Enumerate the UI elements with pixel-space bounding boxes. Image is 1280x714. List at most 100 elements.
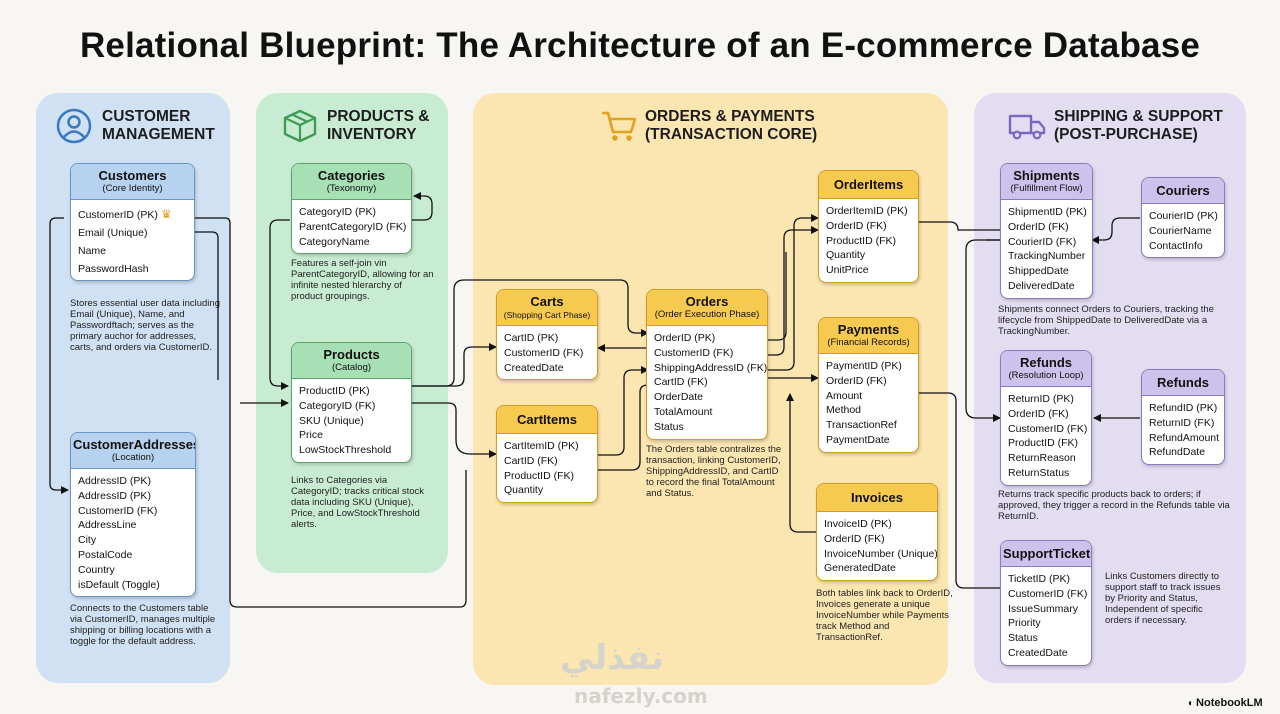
field: Quantity	[504, 484, 544, 497]
table-invoices: Invoices InvoiceID (PK)OrderID (FK)Invoi…	[816, 483, 938, 582]
watermark-latin: nafezly.com	[574, 684, 708, 708]
table-carts: Carts(Shopping Cart Phase) CartID (PK) Cu…	[496, 289, 598, 381]
field: Name	[78, 244, 107, 257]
field: Price	[299, 429, 323, 442]
panel-heading-shipping: SHIPPING & SUPPORT(POST-PURCHASE)	[1054, 108, 1223, 143]
field-list: ShipmentID (PK) OrderID (FK) CourierID (FK…	[1001, 200, 1092, 298]
crown-icon: ♛	[160, 207, 172, 221]
field: GeneratedDate	[824, 562, 896, 575]
field: ProductID (FK)	[1008, 437, 1079, 450]
field: CartID (FK)	[504, 454, 558, 467]
field: RefundAmount	[1149, 431, 1220, 444]
table-customers: Customers(Core Identity) CustomerID (PK)…	[70, 163, 195, 282]
field: CustomerID (FK)	[504, 346, 584, 359]
field: Priority	[1008, 617, 1041, 630]
field: OrderID (FK)	[826, 219, 887, 232]
panel-heading-orders: ORDERS & PAYMENTS(TRANSACTION CORE)	[645, 108, 818, 143]
note-addresses: Connects to the Customers table via Cust…	[70, 603, 216, 647]
page-title: Relational Blueprint: The Architecture o…	[79, 26, 1201, 65]
field: RefundDate	[1149, 446, 1206, 459]
field: InvoiceNumber (Unique)	[824, 547, 938, 560]
field-list: ProductID (PK)CategoryID (FK)SKU (Unique…	[292, 379, 411, 462]
field: isDefault (Toggle)	[78, 578, 160, 591]
table-title: OrderItems	[833, 177, 904, 192]
field: Country	[78, 563, 115, 576]
table-supporttickets: SupportTickets TicketID (PK)CustomerID (…	[1000, 540, 1092, 666]
field: CourierID (FK)	[1008, 235, 1077, 248]
field: CategoryID (FK)	[299, 399, 376, 412]
field: TransactionRef	[826, 419, 897, 432]
field: Amount	[826, 389, 863, 402]
note-returns: Returns track specific products back to …	[998, 489, 1230, 522]
table-title: Shipments	[1013, 168, 1080, 183]
table-cartitems: CartItems CartItemID (PK)CartID (FK)Prod…	[496, 405, 598, 504]
field-list: OrderItemID (PK) OrderID (FK) ProductID (F…	[819, 199, 918, 282]
note-products: Links to Categories via CategoryID; trac…	[291, 475, 425, 530]
field: OrderID (FK)	[1008, 220, 1069, 233]
field: ProductID (FK)	[826, 234, 897, 247]
table-subtitle: (Resolution Loop)	[1008, 370, 1084, 381]
field: OrderID (FK)	[826, 374, 887, 387]
table-subtitle: (Catalog)	[331, 362, 372, 373]
field: CreatedDate	[504, 361, 564, 374]
field: ReturnReason	[1008, 452, 1076, 465]
table-payments: Payments(Financial Records) PaymentID (P…	[818, 317, 919, 453]
field: OrderDate	[654, 391, 704, 404]
field: ContactInfo	[1149, 239, 1203, 252]
field-list: AddressID (PK)AddressID (PK)CustomerID (…	[71, 469, 195, 596]
field: PasswordHash	[78, 262, 149, 275]
field: SKU (Unique)	[299, 414, 364, 427]
field: ShippedDate	[1008, 265, 1069, 278]
field: OrderID (PK)	[654, 332, 716, 344]
field-list: CartID (PK) CustomerID (FK) CreatedDate	[497, 326, 597, 379]
table-title: Payments	[837, 322, 900, 337]
note-tickets: Links Customers directly to support staf…	[1105, 571, 1221, 626]
table-orderitems: OrderItems OrderItemID (PK) OrderID (FK) P…	[818, 170, 919, 283]
table-subtitle: (Order Execution Phase)	[654, 309, 760, 320]
field: ReturnID (PK)	[1008, 393, 1074, 405]
field: CartItemID (PK)	[504, 440, 579, 452]
notebooklm-logo-icon: ◐	[1188, 698, 1195, 709]
field: IssueSummary	[1008, 602, 1079, 615]
field: CategoryID (PK)	[299, 206, 377, 218]
field: AddressID (PK)	[78, 489, 151, 502]
field-list: CartItemID (PK)CartID (FK)ProductID (FK)…	[497, 434, 597, 502]
note-orders: The Orders table contralizes the transac…	[646, 444, 782, 499]
table-subtitle: (Location)	[111, 452, 155, 463]
field: AddressLine	[78, 519, 137, 532]
table-refunds: Refunds RefundID (PK)ReturnID (FK)Refund…	[1141, 369, 1225, 466]
table-title: CustomerAddresses	[73, 437, 196, 452]
field: OrderItemID (PK)	[826, 205, 908, 217]
field: TotalAmount	[654, 405, 713, 418]
field: InvoiceID (PK)	[824, 518, 892, 530]
field: CartID (PK)	[504, 332, 559, 344]
panel-heading-products: PRODUCTS &INVENTORY	[327, 108, 430, 143]
field: OrderID (FK)	[1008, 407, 1069, 420]
table-title: Products	[323, 347, 380, 362]
field: CustomerID (FK)	[654, 346, 734, 359]
field: AddressID (PK)	[78, 475, 151, 487]
field-list: CategoryID (PK) ParentCategoryID (FK) Cate…	[292, 200, 411, 253]
table-title: Orders	[685, 294, 729, 309]
note-invoices: Both tables link back to OrderID, Invoic…	[816, 588, 953, 643]
table-subtitle: (Financial Records)	[827, 337, 910, 348]
truck-icon	[1008, 114, 1046, 140]
field: Method	[826, 404, 862, 417]
field: Email (Unique)	[78, 227, 148, 239]
field: PaymentID (PK)	[826, 360, 902, 372]
field: ShipmentID (PK)	[1008, 206, 1087, 218]
field: CategoryName	[299, 235, 370, 248]
field: TicketID (PK)	[1008, 573, 1071, 585]
field: ReturnStatus	[1008, 466, 1070, 479]
table-subtitle: (Shopping Cart Phase)	[503, 310, 591, 320]
table-title: Carts	[530, 294, 564, 309]
field: ParentCategoryID (FK)	[299, 220, 407, 233]
note-shipments: Shipments connect Orders to Couriers, tr…	[998, 304, 1214, 337]
field: RefundID (PK)	[1149, 402, 1218, 414]
note-categories: Features a self-join vin ParentCategoryI…	[291, 258, 434, 302]
field: CustomerID (PK)	[78, 209, 158, 221]
field: PaymentDate	[826, 433, 890, 446]
